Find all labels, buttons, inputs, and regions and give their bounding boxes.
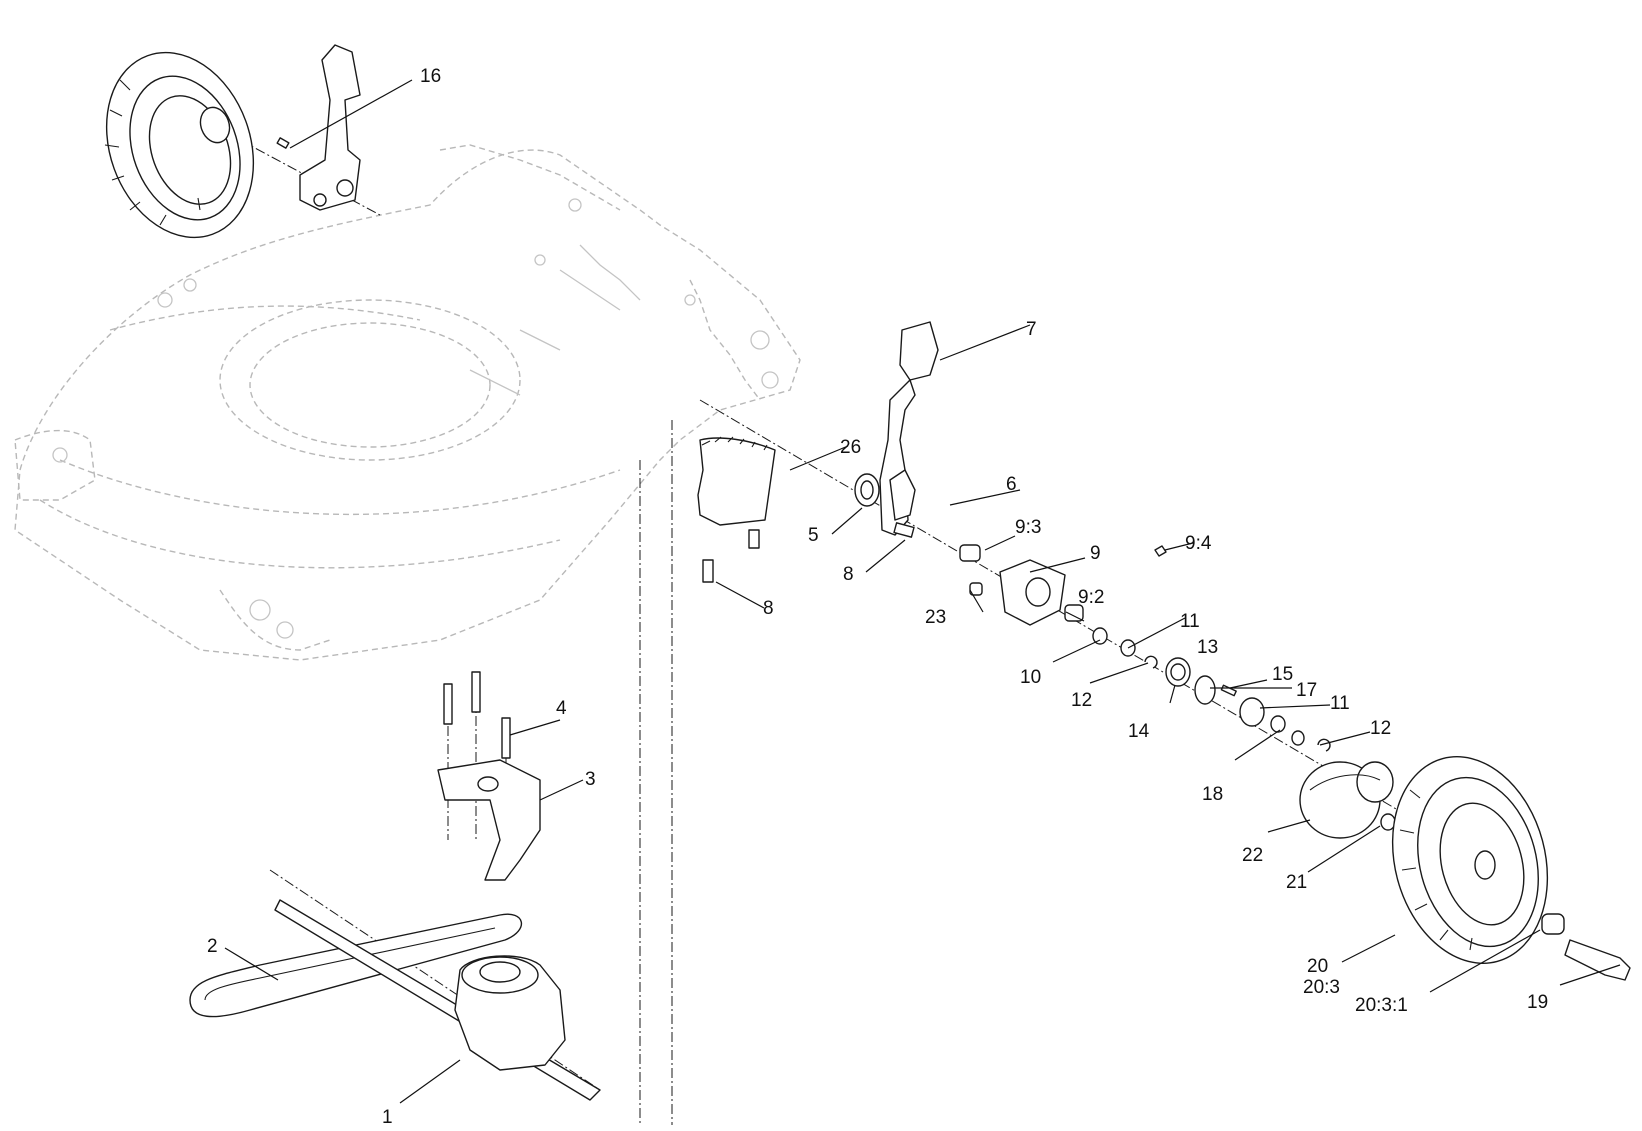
height-gauge-plate [697,436,776,583]
callout-9-4: 9:4 [1185,533,1212,554]
height-adjust-lever-rear [276,44,361,211]
callout-14: 14 [1128,721,1150,742]
callout-15: 15 [1272,664,1293,685]
callout-26: 26 [840,437,861,458]
callout-9: 9 [1090,543,1101,564]
callout-8-upper: 8 [843,564,854,585]
callout-6: 6 [1006,474,1017,495]
gear-cover [1299,761,1394,839]
callout-11-lower: 11 [1330,693,1350,714]
callout-labels: 16 7 26 6 5 9:3 9 9:4 8 8 23 9:2 11 10 1… [207,66,1548,1128]
mounting-screws [443,671,511,759]
callout-16: 16 [420,66,441,87]
callout-18: 18 [1202,784,1223,805]
callout-9-3: 9:3 [1015,517,1041,538]
callout-20-3-1: 20:3:1 [1355,995,1408,1016]
rear-wheel-assembly [104,51,255,239]
callout-23: 23 [925,607,946,628]
callout-11-upper: 11 [1180,611,1200,632]
transmission [274,899,601,1101]
callout-3: 3 [585,769,596,790]
callout-17: 17 [1296,680,1317,701]
callout-22: 22 [1242,845,1263,866]
callout-5: 5 [808,525,819,546]
callout-20-3: 20:3 [1303,977,1340,998]
drive-belt [189,913,523,1018]
callout-1: 1 [382,1107,393,1128]
callout-10: 10 [1020,667,1041,688]
mower-deck-ghost [14,144,801,661]
spacer-bushing [1541,913,1565,935]
callout-12-lower: 12 [1370,718,1391,739]
callout-20: 20 [1307,956,1328,977]
callout-9-2: 9:2 [1078,587,1104,608]
shoulder-bolt [1564,939,1631,981]
callout-19: 19 [1527,992,1548,1013]
callout-13: 13 [1197,637,1218,658]
pivot-hardware [854,473,1331,752]
transmission-bracket [437,759,541,881]
callout-2: 2 [207,936,218,957]
callout-21: 21 [1286,872,1307,893]
callout-12-upper: 12 [1071,690,1092,711]
front-wheel [1391,756,1549,964]
height-adjust-lever [879,321,939,536]
leader-lines [224,79,1621,1104]
callout-7: 7 [1026,319,1037,340]
callout-4: 4 [556,698,567,719]
callout-8-lower: 8 [763,598,774,619]
